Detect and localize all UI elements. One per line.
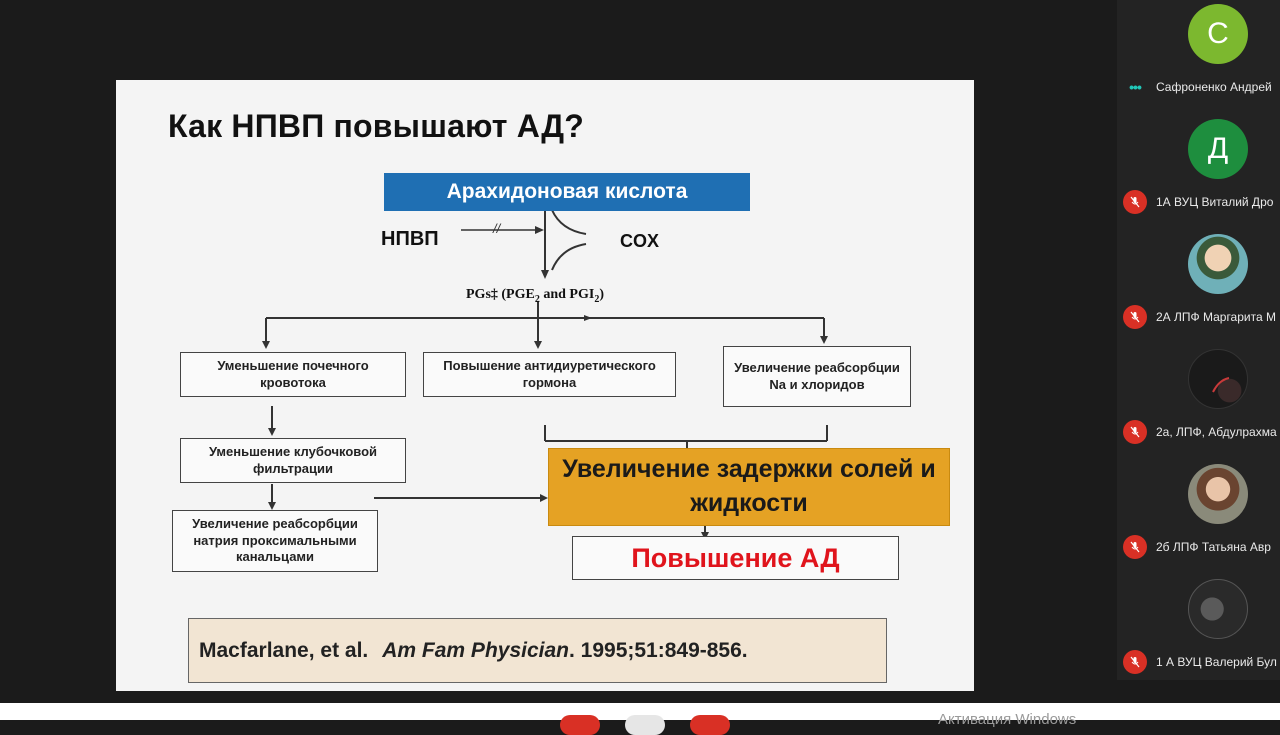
leave-call-button[interactable]: [690, 715, 730, 735]
avatar: [1188, 349, 1248, 409]
participant-name: 1А ВУЦ Виталий Дро: [1156, 195, 1274, 209]
participant-tile[interactable]: 1 А ВУЦ Валерий Бул: [1117, 577, 1280, 693]
participant-name: 2А ЛПФ Маргарита М: [1156, 310, 1276, 324]
camera-toggle-button[interactable]: [625, 715, 665, 735]
mic-off-icon: [1123, 305, 1147, 329]
participant-name: 2б ЛПФ Татьяна Авр: [1156, 540, 1271, 554]
meeting-toolbar: Активация Windows: [0, 703, 1280, 735]
participant-tile[interactable]: Д 1А ВУЦ Виталий Дро: [1117, 117, 1280, 233]
mic-off-icon: [1123, 650, 1147, 674]
shared-screen: Как НПВП повышают АД?: [116, 80, 974, 691]
participant-name: 1 А ВУЦ Валерий Бул: [1156, 655, 1277, 669]
citation-authors: Macfarlane, et al.: [199, 638, 369, 662]
mic-off-icon: [1123, 190, 1147, 214]
box-gfr: Уменьшение клубочковой фильтрации: [180, 438, 406, 483]
slide-title: Как НПВП повышают АД?: [168, 108, 585, 144]
citation-journal: Am Fam Physician: [382, 638, 569, 662]
arrowhead: [541, 270, 549, 279]
box-blood-pressure-increase: Повышение АД: [572, 536, 899, 580]
nsaid-label: НПВП: [381, 228, 439, 250]
participant-tile[interactable]: С ••• Сафроненко Андрей: [1117, 2, 1280, 118]
avatar: Д: [1188, 119, 1248, 179]
mic-off-icon: [1123, 420, 1147, 444]
box-proximal-reabsorption: Увеличение реабсорбции натрия проксималь…: [172, 510, 378, 572]
box-adh: Повышение антидиуретического гормона: [423, 352, 676, 397]
mic-off-icon: [1123, 535, 1147, 559]
avatar: С: [1188, 4, 1248, 64]
avatar: [1188, 234, 1248, 294]
participant-tile[interactable]: 2б ЛПФ Татьяна Авр: [1117, 462, 1280, 578]
citation-box: Macfarlane, et al. Am Fam Physician . 19…: [188, 618, 887, 683]
speaking-indicator-icon: •••: [1129, 79, 1142, 95]
participant-tile[interactable]: 2а, ЛПФ, Абдулрахма: [1117, 347, 1280, 463]
presentation-slide: Как НПВП повышают АД?: [116, 80, 974, 691]
cox-curve-top: [551, 209, 587, 235]
block-mark: //: [493, 221, 501, 236]
box-renal-blood-flow: Уменьшение почечного кровотока: [180, 352, 406, 397]
prostaglandins-label: PGs‡ (PGE2 and PGI2): [466, 287, 604, 305]
participant-name: Сафроненко Андрей: [1156, 80, 1272, 94]
cox-label: COX: [620, 231, 660, 251]
participants-panel: С ••• Сафроненко Андрей Д 1А ВУЦ Виталий…: [1117, 0, 1280, 680]
citation-details: . 1995;51:849-856.: [568, 638, 748, 662]
mic-toggle-button[interactable]: [560, 715, 600, 735]
box-salt-water-retention: Увеличение задержки солей и жидкости: [548, 448, 950, 526]
box-na-reabsorption: Увеличение реабсорбции Na и хлоридов: [723, 346, 911, 407]
cox-curve-bottom: [551, 243, 587, 271]
participant-tile[interactable]: 2А ЛПФ Маргарита М: [1117, 232, 1280, 348]
arachidonic-acid-box: Арахидоновая кислота: [384, 173, 750, 211]
participant-name: 2а, ЛПФ, Абдулрахма: [1156, 425, 1277, 439]
avatar: [1188, 579, 1248, 639]
avatar: [1188, 464, 1248, 524]
